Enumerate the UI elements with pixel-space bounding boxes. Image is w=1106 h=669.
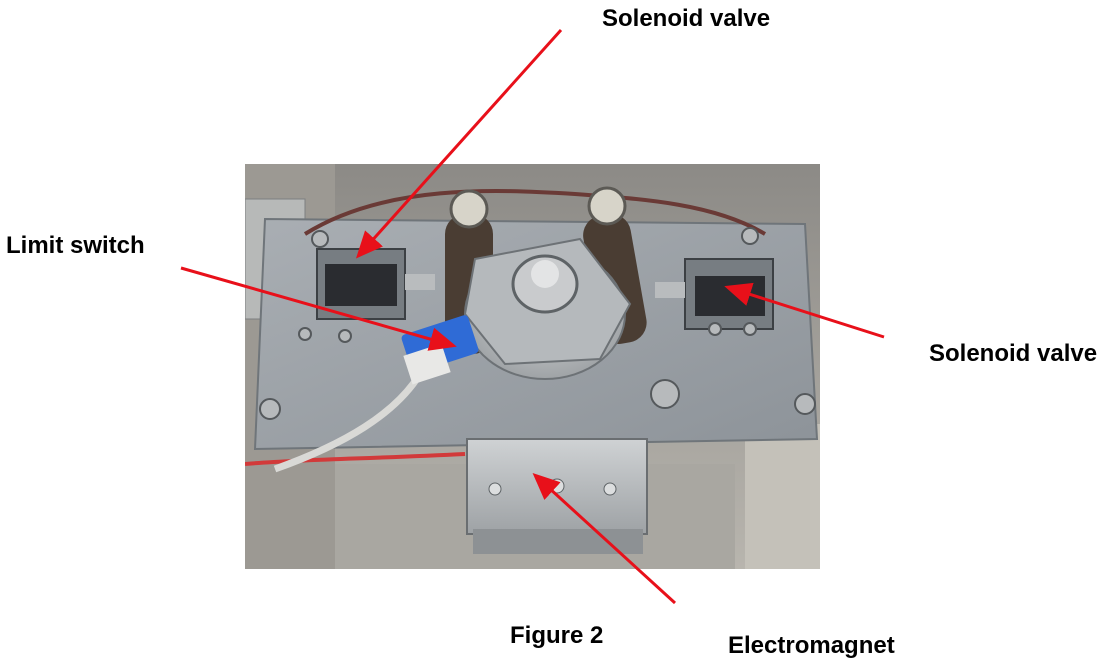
bolts: [259, 227, 816, 420]
arrow-limit-switch: [180, 266, 457, 351]
limit-switch-label: Limit switch: [6, 232, 145, 259]
wire-grey: [273, 372, 423, 473]
arrow-electromagnet: [532, 472, 677, 605]
figure-caption: Figure 2: [510, 622, 604, 649]
wire-top: [303, 188, 767, 236]
solenoid-valve-right: [655, 258, 774, 330]
arrow-solenoid-valve-right: [724, 282, 885, 339]
wire-left: [245, 452, 466, 466]
arrow-solenoid-valve-top: [355, 28, 563, 259]
electromagnet-label: Electromagnet: [728, 632, 895, 659]
chassis-panel-right: [745, 424, 820, 569]
solenoid-valve-right-label: Solenoid valve: [929, 340, 1098, 367]
solenoid-valve-top-label: Solenoid valve: [602, 5, 771, 32]
